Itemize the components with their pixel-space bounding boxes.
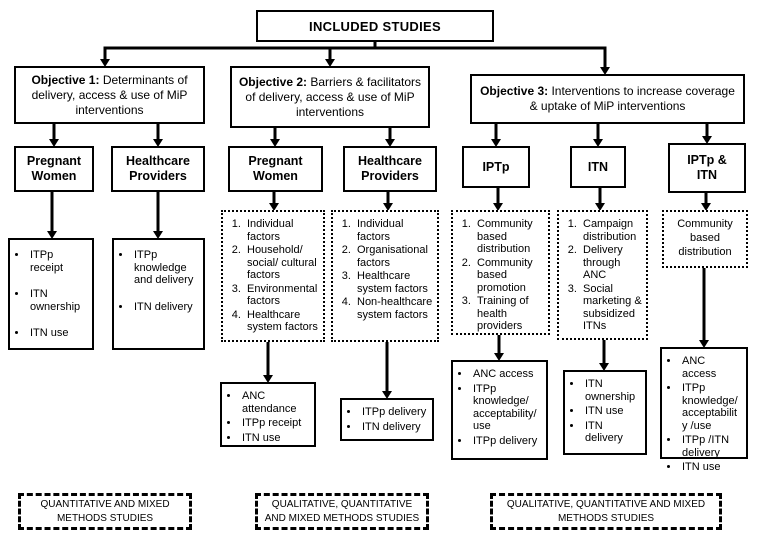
legend-text: QUALITATIVE, QUANTITATIVE AND MIXED METH… — [506, 499, 706, 524]
list-item: ITN use — [583, 405, 641, 418]
list-item: ITPp knowledge/ acceptability /use — [680, 382, 742, 432]
obj3-iptp-itn-outcomes-box: ANC access ITPp knowledge/ acceptability… — [660, 347, 748, 473]
list-item: ITN use — [680, 461, 742, 474]
list-item: ITN use — [240, 432, 310, 445]
objective-2-label: Objective 2: — [238, 74, 307, 89]
list-item: ITPp receipt — [240, 417, 310, 430]
objective-2-box: Objective 2: Barriers & facilitators of … — [230, 66, 430, 128]
box-title: Healthcare Providers — [358, 154, 422, 183]
list-item: ANC access — [471, 368, 542, 381]
objective-1-text: Determinants of delivery, access & use o… — [31, 72, 188, 117]
obj3-iptp-itn-intervention-box: Community based distribution — [662, 210, 748, 268]
list-item: ITN ownership — [28, 288, 88, 313]
obj3-itn-interventions-box: Campaign distribution Delivery through A… — [557, 210, 648, 340]
objective-3-text: Interventions to increase coverage & upt… — [529, 84, 735, 113]
box-title: ITN — [587, 159, 609, 174]
list-item: Community based promotion — [474, 257, 545, 295]
obj3-iptp-box: IPTp — [462, 146, 530, 188]
list-item: Household/ social/ cultural factors — [244, 244, 320, 282]
box-title: IPTp & ITN — [687, 153, 727, 182]
list-item: ITPp delivery — [360, 406, 428, 419]
objective-3-label: Objective 3: — [480, 84, 549, 98]
list-item: Healthcare system factors — [244, 309, 320, 334]
list-item: ANC attendance — [240, 390, 310, 415]
list-item: Campaign distribution — [580, 218, 643, 243]
list-item: Delivery through ANC — [580, 244, 643, 282]
obj2-pregnant-women-box: Pregnant Women — [228, 146, 323, 192]
list-item: ITPp knowledge/ acceptability/ use — [471, 383, 542, 433]
list-item: Non-healthcare system factors — [354, 296, 434, 321]
list-item: ITPp receipt — [28, 249, 88, 274]
box-title: Pregnant Women — [248, 154, 303, 183]
list-item: ITN delivery — [583, 420, 641, 445]
list-item: ITN use — [28, 327, 88, 340]
legend-qual-quant-mixed-2: QUALITATIVE, QUANTITATIVE AND MIXED METH… — [490, 493, 722, 530]
legend-text: QUANTITATIVE AND MIXED METHODS STUDIES — [40, 499, 170, 524]
obj2-healthcare-providers-outcomes-box: ITPp delivery ITN delivery — [340, 398, 434, 441]
objective-1-label: Objective 1: — [31, 72, 100, 87]
list-item: Individual factors — [244, 218, 320, 243]
obj2-pregnant-women-outcomes-box: ANC attendance ITPp receipt ITN use — [220, 382, 316, 447]
obj1-pregnant-women-outcomes-box: ITPp receipt ITN ownership ITN use — [8, 238, 94, 350]
legend-text: QUALITATIVE, QUANTITATIVE AND MIXED METH… — [264, 499, 420, 524]
obj1-pregnant-women-box: Pregnant Women — [14, 146, 94, 192]
box-title: Pregnant Women — [26, 154, 82, 183]
box-title: IPTp — [482, 159, 510, 174]
list-item: ITPp knowledge and delivery — [132, 249, 199, 287]
obj2-healthcare-providers-factors-box: Individual factors Organisational factor… — [331, 210, 439, 342]
list-item: Community based distribution — [474, 218, 545, 256]
included-studies-title: INCLUDED STUDIES — [309, 18, 441, 34]
list-item: ITN delivery — [360, 421, 428, 434]
obj3-iptp-itn-box: IPTp & ITN — [668, 143, 746, 193]
list-item: Healthcare system factors — [354, 270, 434, 295]
list-item: Organisational factors — [354, 244, 434, 269]
objective-3-box: Objective 3: Interventions to increase c… — [470, 74, 745, 124]
obj3-iptp-interventions-box: Community based distribution Community b… — [451, 210, 550, 335]
list-item: Individual factors — [354, 218, 434, 243]
included-studies-box: INCLUDED STUDIES — [256, 10, 494, 42]
obj1-healthcare-providers-outcomes-box: ITPp knowledge and delivery ITN delivery — [112, 238, 205, 350]
obj3-itn-outcomes-box: ITN ownership ITN use ITN delivery — [563, 370, 647, 455]
obj2-pregnant-women-factors-box: Individual factors Household/ social/ cu… — [221, 210, 325, 342]
obj2-healthcare-providers-box: Healthcare Providers — [343, 146, 437, 192]
obj1-healthcare-providers-box: Healthcare Providers — [111, 146, 205, 192]
list-item: ITPp delivery — [471, 435, 542, 448]
list-item: ITN delivery — [132, 301, 199, 314]
objective-1-box: Objective 1: Determinants of delivery, a… — [14, 66, 205, 124]
box-text: Community based distribution — [677, 218, 733, 258]
obj3-iptp-outcomes-box: ANC access ITPp knowledge/ acceptability… — [451, 360, 548, 460]
list-item: Environmental factors — [244, 283, 320, 308]
obj3-itn-box: ITN — [570, 146, 626, 188]
list-item: Training of health providers — [474, 295, 545, 333]
legend-qual-quant-mixed-1: QUALITATIVE, QUANTITATIVE AND MIXED METH… — [255, 493, 429, 530]
box-title: Healthcare Providers — [126, 154, 190, 183]
list-item: ITPp /ITN delivery — [680, 434, 742, 459]
list-item: ANC access — [680, 355, 742, 380]
list-item: Social marketing & subsidized ITNs — [580, 283, 643, 333]
objective-2-text: Barriers & facilitators of delivery, acc… — [245, 74, 422, 119]
legend-quantitative-mixed: QUANTITATIVE AND MIXED METHODS STUDIES — [18, 493, 192, 530]
list-item: ITN ownership — [583, 378, 641, 403]
